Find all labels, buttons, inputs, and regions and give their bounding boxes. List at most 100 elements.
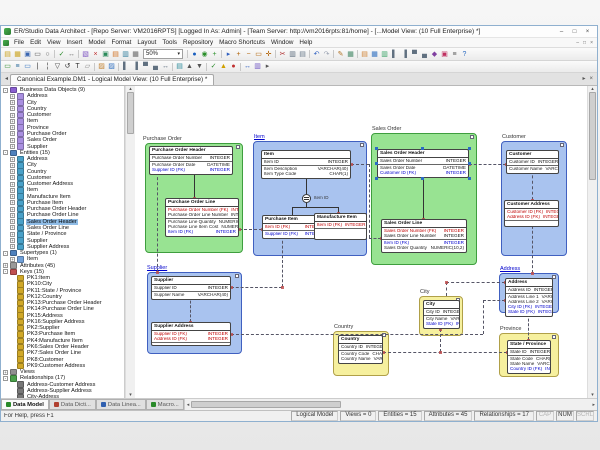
tree-item-pk10-city[interactable]: PK10:City	[2, 281, 124, 288]
tree-expander[interactable]: +	[10, 181, 15, 187]
tree-expander[interactable]: -	[3, 250, 8, 256]
compare-merge-button[interactable]: ↔	[244, 63, 251, 70]
bdo-label-purchase-order[interactable]: Purchase Order	[143, 136, 182, 142]
tree-item-customer[interactable]: +Customer	[2, 111, 124, 119]
bdo-collapse-button[interactable]	[236, 145, 240, 149]
tree-expander[interactable]: -	[3, 375, 8, 381]
tree-expander[interactable]: +	[10, 256, 15, 262]
tree-expander[interactable]: +	[10, 225, 15, 231]
bdo-label-item[interactable]: Item	[254, 134, 265, 140]
submodel-button[interactable]: ▤	[112, 50, 119, 58]
tree-item-country[interactable]: +Country	[2, 168, 124, 175]
canvas-scroll-right-icon[interactable]: ▸	[592, 401, 595, 408]
tree-expander[interactable]: +	[10, 125, 15, 131]
bdo-collapse-button[interactable]	[470, 135, 474, 139]
tree-expander[interactable]: -	[3, 269, 8, 275]
paste-button[interactable]: ▤	[299, 50, 306, 58]
tree-item-city-address[interactable]: City-Address	[2, 393, 124, 398]
tree-expander[interactable]: +	[10, 187, 15, 193]
tree-expander[interactable]: +	[10, 175, 15, 181]
document-tab[interactable]: Canonical Example.DM1 - Logical Model Vi…	[10, 74, 215, 85]
palette-blue-button[interactable]: ▦	[371, 50, 378, 58]
tree-item-attributes-45[interactable]: +Attributes (45)	[2, 262, 124, 269]
tree-item-business-data-objects-9[interactable]: -Business Data Objects (9)	[2, 86, 124, 94]
align-left-button[interactable]: ▌	[392, 50, 397, 58]
tree-item-city[interactable]: +City	[2, 99, 124, 106]
tree-item-pk16-supplier-address[interactable]: PK16:Supplier Address	[2, 318, 124, 326]
tree-expander[interactable]: +	[10, 219, 15, 225]
save-button[interactable]: ▣	[24, 50, 31, 58]
delete-button[interactable]: ×	[93, 50, 98, 58]
tree-item-sales-order[interactable]: +Sales Order	[2, 137, 124, 144]
tree-expander[interactable]: +	[10, 118, 15, 124]
spell-check-button[interactable]: ✓	[58, 50, 65, 58]
validate-model-button[interactable]: ✓	[210, 63, 217, 70]
tab-scroll-left-icon[interactable]: ◂	[5, 76, 9, 82]
menu-edit[interactable]: Edit	[30, 39, 42, 46]
tree-item-sales-order-header[interactable]: +Sales Order Header	[2, 218, 124, 225]
tree-item-purchase-order-line[interactable]: +Purchase Order Line	[2, 212, 124, 219]
menu-help[interactable]: Help	[299, 39, 313, 46]
tree-item-pk15-address[interactable]: PK15:Address	[2, 312, 124, 319]
diagram-button[interactable]: ▧	[82, 50, 89, 58]
minimize-button[interactable]: –	[559, 28, 564, 35]
explorer-scrollbar-thumb[interactable]	[127, 92, 134, 134]
palette-orange-button[interactable]: ▤	[361, 50, 368, 58]
tree-expander[interactable]: +	[10, 131, 15, 137]
tree-item-entities-15[interactable]: -Entities (15)	[2, 149, 124, 157]
bdo-label-address[interactable]: Address	[500, 266, 521, 272]
canvas-hscrollbar-thumb[interactable]	[191, 401, 342, 408]
canvas-scrollbar-vertical[interactable]: ▴ ▾	[587, 86, 597, 398]
warnings-button[interactable]: ▲	[220, 63, 227, 70]
send-to-back-button[interactable]: ▼	[196, 63, 203, 70]
selection-handle[interactable]	[375, 161, 378, 165]
tree-item-pk6-sales-order-header[interactable]: PK6:Sales Order Header	[2, 343, 124, 351]
bdo-collapse-button[interactable]	[552, 335, 556, 339]
tree-item-supertypes-1[interactable]: -Supertypes (1)	[2, 249, 124, 257]
export-button[interactable]: ▸	[265, 63, 270, 70]
distribute-button[interactable]: ↔	[162, 63, 169, 70]
menu-macro-shortcuts[interactable]: Macro Shortcuts	[219, 39, 265, 46]
tree-item-item[interactable]: +Item	[2, 187, 124, 194]
find-button[interactable]: ○	[45, 50, 50, 58]
add-view-button[interactable]: ▭	[24, 63, 31, 70]
tree-expander[interactable]: +	[3, 263, 8, 269]
model-report-button[interactable]: ▥	[254, 63, 261, 70]
tree-expander[interactable]: +	[10, 231, 15, 237]
tree-expander[interactable]: +	[10, 200, 15, 206]
open-folder-button[interactable]: ▦	[14, 50, 21, 58]
identifying-relationship-button[interactable]: |	[36, 63, 39, 70]
add-text-block-button[interactable]: T	[75, 63, 80, 70]
panel-tab-data-linea[interactable]: Data Linea...	[95, 399, 146, 410]
tree-expander[interactable]: -	[3, 87, 8, 93]
align-objects-top-button[interactable]: ▀	[143, 63, 148, 70]
tree-item-pk3-purchase-item[interactable]: PK3:Purchase Item	[2, 331, 124, 338]
layers-button[interactable]: ▤	[176, 63, 183, 70]
pan-button[interactable]: ✛	[265, 50, 272, 58]
selection-handle[interactable]	[468, 177, 471, 180]
palette-green-button[interactable]: ▥	[381, 50, 388, 58]
tree-item-address[interactable]: +Address	[2, 93, 124, 100]
new-file-button[interactable]: ▤	[4, 50, 11, 58]
menu-tools[interactable]: Tools	[162, 39, 178, 46]
recursive-relationship-button[interactable]: ↺	[64, 63, 71, 70]
fit-model-button[interactable]: +	[212, 50, 217, 58]
tree-expander[interactable]: +	[10, 112, 15, 118]
tree-item-address-customer-address[interactable]: Address-Customer Address	[2, 381, 124, 388]
report-button[interactable]: ▥	[122, 50, 129, 58]
compare-button[interactable]: ↔	[68, 50, 75, 58]
cut-button[interactable]: ✂	[279, 50, 286, 58]
tree-expander[interactable]: +	[10, 106, 15, 112]
menu-layout[interactable]: Layout	[137, 39, 157, 46]
bdo-label-customer[interactable]: Customer	[502, 134, 526, 140]
close-button[interactable]: ×	[585, 28, 590, 35]
tree-expander[interactable]: +	[10, 206, 15, 212]
tree-item-pk8-customer[interactable]: PK8:Customer	[2, 356, 124, 363]
selection-handle[interactable]	[421, 147, 424, 150]
